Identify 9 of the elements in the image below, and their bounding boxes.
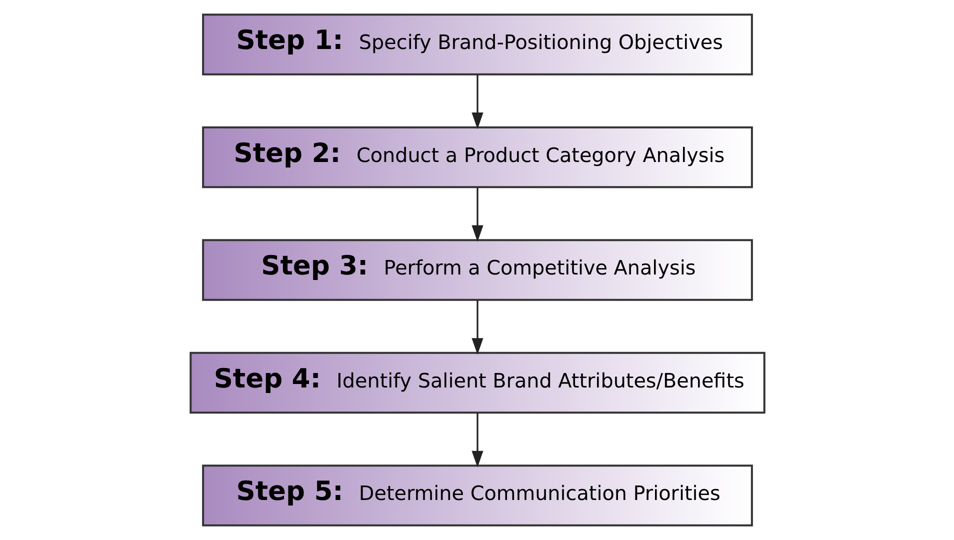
arrow: [471, 74, 483, 130]
arrow: [471, 413, 483, 468]
node-box: Step 5: Determine Communication Priorities: [202, 464, 752, 526]
node-box: Step 2: Conduct a Product Category Analysis: [202, 126, 752, 188]
arrow: [471, 188, 483, 242]
arrow: [471, 300, 483, 355]
node-box: Step 4: Identify Salient Brand Attributes/Benefits: [189, 352, 765, 414]
node-box: Step 1: Specify Brand-Positioning Objectives: [202, 14, 752, 76]
node-box: Step 3: Perform a Competitive Analysis: [202, 239, 752, 301]
